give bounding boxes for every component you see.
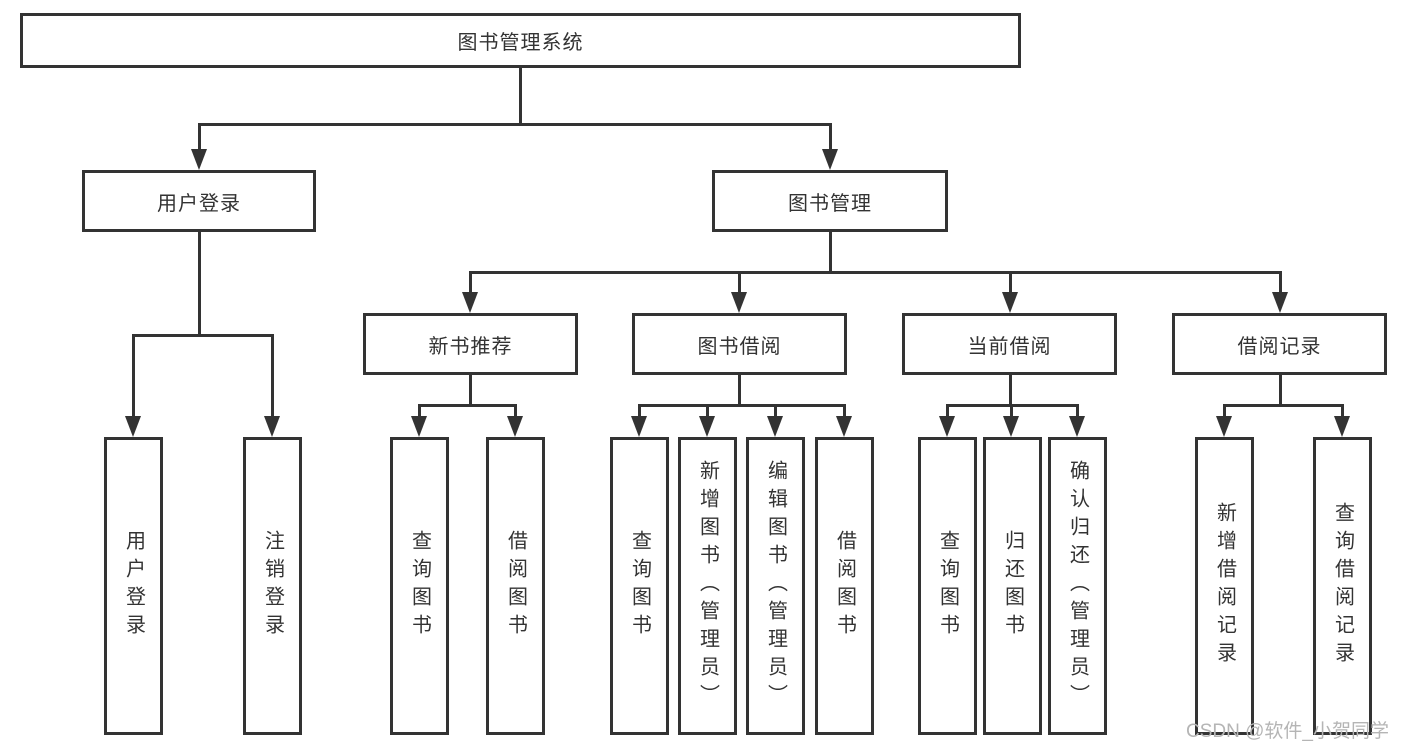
node-book-management-system: 图书管理系统 xyxy=(20,13,1021,68)
connector-line xyxy=(1009,375,1012,405)
node-book-management: 图书管理 xyxy=(712,170,948,232)
connector-line xyxy=(738,375,741,405)
connector-line xyxy=(829,124,832,149)
leaf-label: 新增借阅记录 xyxy=(1213,502,1236,670)
arrow-down xyxy=(836,416,852,437)
connector-line xyxy=(738,272,741,292)
connector-line xyxy=(1341,405,1344,416)
connector-line xyxy=(829,232,832,272)
leaf-query-books-recommend: 查询图书 xyxy=(390,437,449,735)
connector-line xyxy=(469,272,472,292)
arrow-down xyxy=(507,416,523,437)
leaf-label: 用户登录 xyxy=(122,530,145,642)
connector-line xyxy=(1279,272,1282,292)
arrow-down xyxy=(939,416,955,437)
connector-line xyxy=(946,405,949,416)
connector-line xyxy=(418,404,517,407)
arrow-down xyxy=(264,416,280,437)
connector-line xyxy=(469,271,1282,274)
connector-line xyxy=(198,124,201,149)
leaf-borrow-books-borrowing: 借阅图书 xyxy=(815,437,874,735)
connector-line xyxy=(1076,405,1079,416)
leaf-label: 借阅图书 xyxy=(504,530,527,642)
leaf-add-book-admin: 新增图书（管理员） xyxy=(678,437,737,735)
arrow-down xyxy=(1003,416,1019,437)
leaf-add-borrow-record: 新增借阅记录 xyxy=(1195,437,1254,735)
arrow-down xyxy=(1272,292,1288,313)
connector-line xyxy=(706,405,709,416)
leaf-query-books-current: 查询图书 xyxy=(918,437,977,735)
arrow-down xyxy=(191,149,207,170)
connector-line xyxy=(271,335,274,416)
node-book-borrowing: 图书借阅 xyxy=(632,313,847,375)
connector-line xyxy=(418,405,421,416)
arrow-down xyxy=(1069,416,1085,437)
connector-line xyxy=(843,405,846,416)
arrow-down xyxy=(731,292,747,313)
arrow-down xyxy=(699,416,715,437)
connector-line xyxy=(1279,375,1282,405)
arrow-down xyxy=(125,416,141,437)
leaf-edit-book-admin: 编辑图书（管理员） xyxy=(746,437,805,735)
leaf-label: 归还图书 xyxy=(1001,530,1024,642)
arrow-down xyxy=(767,416,783,437)
connector-line xyxy=(638,405,641,416)
connector-line xyxy=(514,405,517,416)
arrow-down xyxy=(1216,416,1232,437)
connector-line xyxy=(1223,405,1226,416)
leaf-confirm-return-admin: 确认归还（管理员） xyxy=(1048,437,1107,735)
leaf-label: 查询图书 xyxy=(936,530,959,642)
node-current-borrowing: 当前借阅 xyxy=(902,313,1117,375)
leaf-label: 查询借阅记录 xyxy=(1331,502,1354,670)
arrow-down xyxy=(462,292,478,313)
connector-line xyxy=(132,334,274,337)
connector-line xyxy=(519,68,522,124)
leaf-label: 确认归还（管理员） xyxy=(1066,460,1089,712)
connector-line xyxy=(1009,272,1012,292)
leaf-logout: 注销登录 xyxy=(243,437,302,735)
connector-line xyxy=(774,405,777,416)
connector-line xyxy=(198,232,201,335)
connector-line xyxy=(1010,405,1013,416)
leaf-query-books-borrowing: 查询图书 xyxy=(610,437,669,735)
connector-line xyxy=(198,123,832,126)
leaf-label: 编辑图书（管理员） xyxy=(764,460,787,712)
node-borrowing-records: 借阅记录 xyxy=(1172,313,1387,375)
arrow-down xyxy=(1002,292,1018,313)
leaf-label: 注销登录 xyxy=(261,530,284,642)
leaf-return-books: 归还图书 xyxy=(983,437,1042,735)
leaf-label: 查询图书 xyxy=(408,530,431,642)
node-new-book-recommend: 新书推荐 xyxy=(363,313,578,375)
leaf-label: 借阅图书 xyxy=(833,530,856,642)
connector-line xyxy=(469,375,472,405)
connector-line xyxy=(1223,404,1344,407)
arrow-down xyxy=(631,416,647,437)
leaf-label: 新增图书（管理员） xyxy=(696,460,719,712)
connector-line xyxy=(132,335,135,416)
arrow-down xyxy=(1334,416,1350,437)
leaf-query-borrow-record: 查询借阅记录 xyxy=(1313,437,1372,735)
csdn-watermark: CSDN @软件_小贺同学 xyxy=(1186,721,1389,742)
node-user-login: 用户登录 xyxy=(82,170,316,232)
arrow-down xyxy=(822,149,838,170)
leaf-borrow-books-recommend: 借阅图书 xyxy=(486,437,545,735)
leaf-label: 查询图书 xyxy=(628,530,651,642)
connector-line xyxy=(638,404,846,407)
arrow-down xyxy=(411,416,427,437)
leaf-user-login: 用户登录 xyxy=(104,437,163,735)
